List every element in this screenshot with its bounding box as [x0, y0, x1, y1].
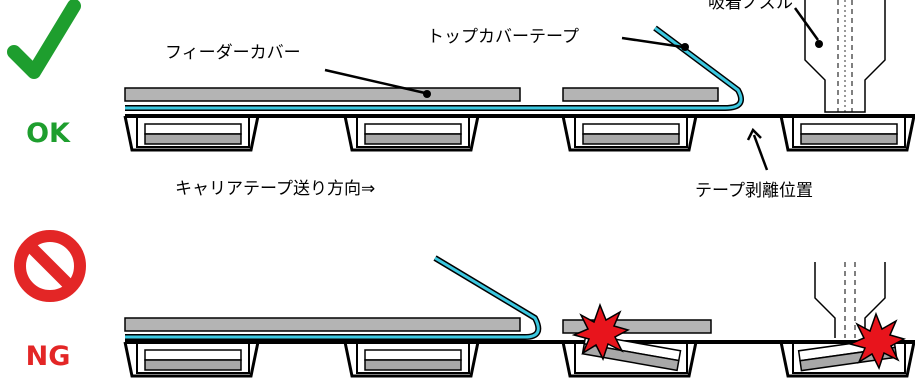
feeder-cover [124, 317, 521, 332]
carrier-tape [123, 114, 915, 152]
tape-pocket [136, 116, 250, 148]
tape-pocket [356, 342, 470, 374]
ng-status-label: NG [26, 341, 71, 372]
ok-panel: OK [7, 0, 915, 201]
tape-peel-position-label: テープ剥離位置 [695, 181, 813, 201]
suction-nozzle-label: 吸着ノズル [708, 0, 793, 13]
prohibited-icon [14, 230, 86, 302]
carrier-tape [123, 340, 915, 378]
tape-pocket [792, 116, 906, 148]
suction-nozzle [804, 0, 886, 113]
ng-panel: NG [14, 230, 915, 378]
carrier-tape-direction-label: キャリアテープ送り方向⇒ [175, 179, 375, 199]
tape-pocket [356, 116, 470, 148]
ok-status-label: OK [26, 118, 71, 149]
tape-pocket [574, 116, 688, 148]
check-mark-icon [7, 0, 81, 79]
feeder-cover [562, 87, 719, 102]
tape-pocket [136, 342, 250, 374]
top-cover-tape-label: トップカバーテープ [427, 27, 579, 47]
feeder-cover-label: フィーダーカバー [165, 43, 301, 63]
feeder-cover [124, 87, 521, 102]
